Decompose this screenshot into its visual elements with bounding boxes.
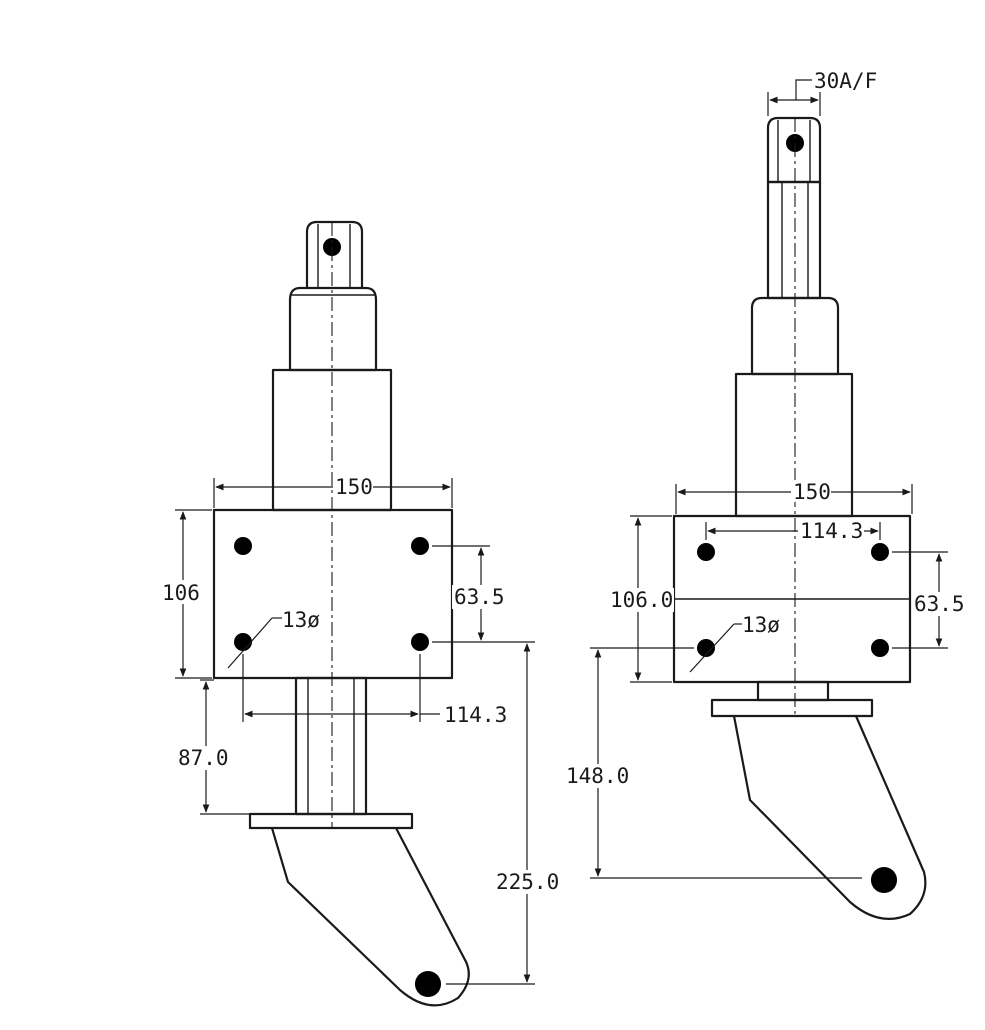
right-flange: [710, 698, 874, 718]
left-hole-diameter-label: 13ø: [282, 608, 320, 632]
right-dim-overall-drop: 148.0: [564, 647, 862, 879]
right-arm-hole-icon: [868, 864, 900, 896]
right-stem: [756, 680, 830, 702]
left-arm: [270, 827, 470, 1007]
right-dim-hole-vertical: 63.5: [892, 551, 968, 649]
left-dim-flange-offset: 87.0: [176, 679, 250, 815]
left-width-label: 150: [335, 475, 373, 499]
left-shaft-end: [305, 220, 364, 288]
left-dim-hole-diameter: 13ø: [227, 608, 320, 669]
left-collar: [288, 286, 378, 372]
left-mounting-plate: [212, 508, 454, 680]
right-collar: [750, 296, 840, 376]
right-dim-hole-horizontal: 114.3: [705, 519, 881, 543]
right-view: 30A/F 150 114.3 106.0: [564, 69, 968, 920]
left-dim-hole-vertical: 63.5: [432, 545, 535, 643]
right-hole-vertical-label: 63.5: [914, 592, 965, 616]
right-shaft-end: [766, 116, 822, 184]
right-dim-width: 150: [675, 480, 913, 514]
left-height-label: 106: [162, 581, 200, 605]
right-hole-horizontal-label: 114.3: [800, 519, 863, 543]
mount-hole-icon: [232, 535, 254, 557]
mount-hole-icon: [869, 541, 891, 563]
left-flange-offset-label: 87.0: [178, 746, 229, 770]
left-dim-hole-horizontal: 114.3: [242, 654, 507, 727]
right-arm: [732, 715, 927, 920]
left-hole-vertical-label: 63.5: [454, 585, 505, 609]
left-view: 150 106 63.5 13ø 1: [160, 220, 562, 1007]
left-arm-hole-icon: [412, 968, 444, 1000]
left-flange: [248, 812, 414, 830]
left-stem: [294, 676, 368, 816]
left-dim-height: 106: [160, 509, 212, 679]
right-dim-across-flats: 30A/F: [767, 69, 877, 116]
right-dim-height: 106.0: [608, 515, 674, 683]
right-across-flats-label: 30A/F: [814, 69, 877, 93]
mount-hole-icon: [695, 541, 717, 563]
mount-hole-icon: [695, 637, 717, 659]
right-shaft: [766, 180, 822, 300]
right-hole-diameter-label: 13ø: [742, 613, 780, 637]
left-overall-drop-label: 225.0: [496, 870, 559, 894]
left-dim-width: 150: [213, 475, 453, 508]
right-dim-hole-diameter: 13ø: [689, 613, 780, 673]
right-overall-drop-label: 148.0: [566, 764, 629, 788]
right-height-label: 106.0: [610, 588, 673, 612]
mount-hole-icon: [869, 637, 891, 659]
right-width-label: 150: [793, 480, 831, 504]
left-hole-horizontal-label: 114.3: [444, 703, 507, 727]
mount-hole-icon: [409, 631, 431, 653]
mount-hole-icon: [409, 535, 431, 557]
left-dim-overall-drop: 225.0: [446, 643, 562, 985]
